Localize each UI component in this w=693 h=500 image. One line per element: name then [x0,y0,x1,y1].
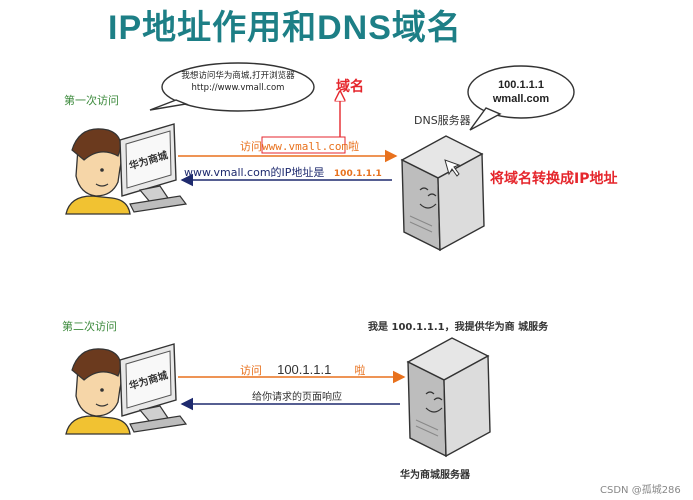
dns-bubble-line-1: 100.1.1.1 [498,79,544,91]
response-ip-1: 100.1.1.1 [333,169,382,179]
cursor-icon [444,159,461,177]
dns-bubble-line-2: wmall.com [492,93,550,105]
user-bubble-line-2: http://www.vmall.com [191,83,285,93]
user-bubble-text-1: 我想访问华为商城,打开浏览器 http://www.vmall.com [170,70,306,94]
dns-server-icon [400,135,485,252]
person-figure-1 [65,128,131,215]
monitor-2 [119,343,188,433]
person-figure-2 [65,348,131,435]
request-prefix-2: 访问 [240,364,262,377]
dns-speech-bubble [467,65,575,131]
dns-server-label: DNS服务器 [414,114,471,127]
monitor-1 [119,123,188,213]
huawei-server-label: 华为商城服务器 [400,470,470,481]
user-speech-bubble-1 [149,62,315,112]
request-suffix-1: 啦 [348,140,360,153]
response-text-1: www.vmall.com的IP地址是 100.1.1.1 [184,164,382,180]
first-visit-label: 第一次访问 [64,94,119,107]
domain-highlight-box [261,136,346,154]
watermark: CSDN @孤城286 [600,485,681,496]
response-text-2: 给你请求的页面响应 [252,392,342,403]
request-domain-1: www.vmall.com [262,140,349,153]
request-prefix-1: 访问 [240,140,262,153]
huawei-server-icon [406,337,491,458]
request-text-2: 访问 100.1.1.1 啦 [240,359,365,378]
server-message: 我是 100.1.1.1，我提供华为商 城服务 [368,322,549,333]
domain-label: 域名 [336,79,364,95]
dns-bubble-text: 100.1.1.1 wmall.com [478,78,564,106]
translate-label: 将域名转换成IP地址 [490,171,618,187]
response-message-1: www.vmall.com的IP地址是 [184,166,325,179]
second-visit-label: 第二次访问 [62,320,117,333]
page-title: IP地址作用和DNS域名 [108,9,462,47]
request-suffix-2: 啦 [354,364,366,377]
request-text-1: 访问www.vmall.com啦 [240,138,359,154]
request-ip-2: 100.1.1.1 [277,362,332,377]
user-bubble-line-1: 我想访问华为商城,打开浏览器 [181,71,295,81]
